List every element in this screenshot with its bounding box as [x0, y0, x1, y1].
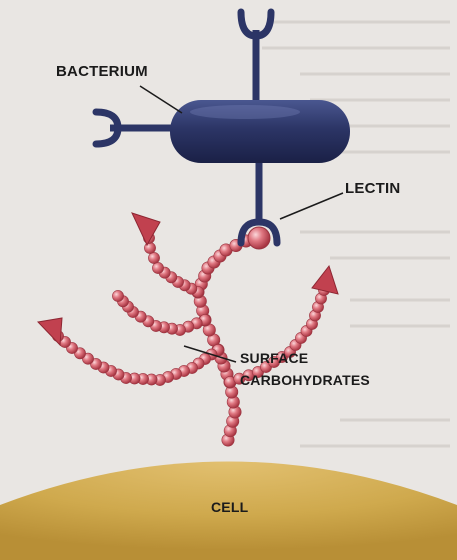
- sugar-bead: [148, 252, 159, 263]
- terminal-sugar-head-right: [312, 266, 338, 294]
- bacterium-highlight: [190, 105, 300, 119]
- terminal-sugar-head-left: [38, 318, 62, 345]
- terminal-sugar-head-top: [132, 213, 160, 245]
- surface-carbohydrates-label-line1: SURFACE: [240, 347, 370, 369]
- bacterium-label: BACTERIUM: [56, 63, 148, 80]
- carbohydrate-chain-trunk: [192, 232, 265, 446]
- cell-label: CELL: [211, 499, 248, 515]
- surface-carbohydrates-label: SURFACE CARBOHYDRATES: [240, 347, 370, 391]
- bacterium-pointer-line: [140, 86, 182, 113]
- bound-sugar-bead: [248, 227, 270, 249]
- sugar-bead: [152, 262, 163, 273]
- lectin-pointer-line: [280, 193, 343, 219]
- lectin-receptor-left: [96, 112, 118, 144]
- sugar-bead: [112, 290, 123, 301]
- carbohydrate-chain-branch-lower-left: [52, 330, 223, 385]
- surface-carbohydrate-chains: [52, 222, 329, 446]
- lectin-label: LECTIN: [345, 180, 400, 197]
- surface-carbohydrates-label-line2: CARBOHYDRATES: [240, 369, 370, 391]
